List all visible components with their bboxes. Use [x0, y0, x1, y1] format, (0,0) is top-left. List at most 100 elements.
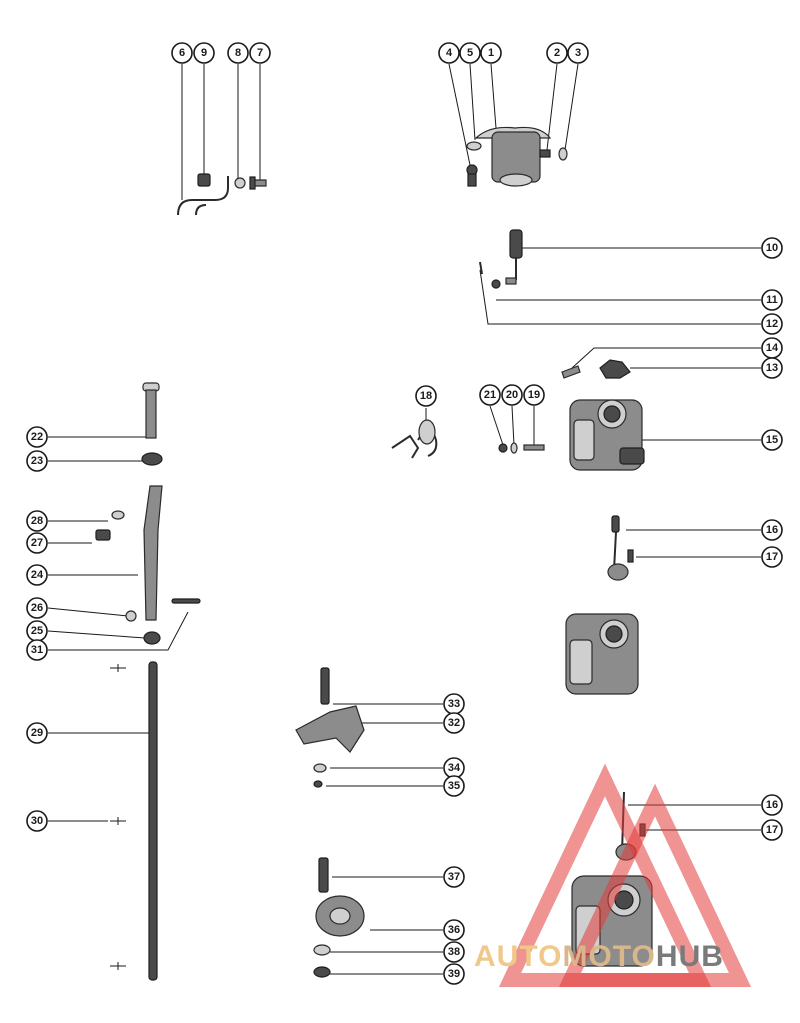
callout-36: 36 [443, 919, 465, 941]
svg-text:29: 29 [31, 727, 43, 739]
callout-30: 30 [26, 810, 48, 832]
svg-text:33: 33 [448, 698, 460, 710]
svg-text:23: 23 [31, 455, 43, 467]
callout-18: 18 [415, 385, 437, 407]
leader-lines [47, 63, 761, 975]
watermark-text-hub: HUB [655, 940, 724, 973]
callout-23: 23 [26, 450, 48, 472]
svg-text:19: 19 [528, 389, 540, 401]
watermark-text-auto: AUTO [474, 940, 563, 973]
callout-13: 13 [761, 357, 783, 379]
callout-8: 8 [227, 42, 249, 64]
svg-text:12: 12 [766, 318, 778, 330]
svg-text:8: 8 [235, 47, 241, 59]
svg-text:28: 28 [31, 515, 43, 527]
callout-28: 28 [26, 510, 48, 532]
watermark-text: AUTOMOTOHUB [474, 940, 724, 974]
svg-text:16: 16 [766, 524, 778, 536]
part-carburetor-upper [569, 399, 645, 471]
callout-15: 15 [761, 429, 783, 451]
callout-16-upper: 16 [761, 519, 783, 541]
svg-text:7: 7 [257, 47, 263, 59]
svg-text:32: 32 [448, 717, 460, 729]
watermark-triangle-logo [498, 763, 752, 987]
callout-2: 2 [546, 42, 568, 64]
svg-text:22: 22 [31, 431, 43, 443]
callout-35: 35 [443, 775, 465, 797]
callout-22: 22 [26, 426, 48, 448]
svg-text:34: 34 [448, 762, 461, 774]
callout-34: 34 [443, 757, 465, 779]
part-lever-and-screw [561, 359, 631, 379]
callout-4: 4 [438, 42, 460, 64]
callout-29: 29 [26, 722, 48, 744]
svg-text:17: 17 [766, 824, 778, 836]
svg-text:5: 5 [467, 47, 473, 59]
svg-text:16: 16 [766, 799, 778, 811]
svg-text:21: 21 [484, 389, 496, 401]
part-pivot-bolt-and-bracket [95, 382, 201, 645]
callout-14: 14 [761, 337, 783, 359]
svg-text:24: 24 [31, 569, 44, 581]
svg-text:35: 35 [448, 780, 460, 792]
svg-text:25: 25 [31, 625, 43, 637]
part-linkage-rod-small [607, 515, 634, 581]
callout-16-lower: 16 [761, 794, 783, 816]
svg-text:15: 15 [766, 434, 778, 446]
svg-text:27: 27 [31, 537, 43, 549]
callout-5: 5 [459, 42, 481, 64]
callout-33: 33 [443, 693, 465, 715]
callout-1: 1 [480, 42, 502, 64]
part-choke-knob-assembly [479, 229, 523, 289]
svg-text:14: 14 [766, 342, 779, 354]
svg-text:10: 10 [766, 242, 778, 254]
svg-text:38: 38 [448, 946, 460, 958]
callout-26: 26 [26, 597, 48, 619]
svg-text:31: 31 [31, 644, 43, 656]
callout-20: 20 [501, 384, 523, 406]
callout-17-upper: 17 [761, 546, 783, 568]
part-long-shaft [110, 661, 158, 981]
part-fuel-hose-elbow [177, 173, 267, 216]
svg-text:6: 6 [179, 47, 185, 59]
callout-17-lower: 17 [761, 819, 783, 841]
callout-37: 37 [443, 866, 465, 888]
callout-12: 12 [761, 313, 783, 335]
callout-27: 27 [26, 532, 48, 554]
callout-9: 9 [193, 42, 215, 64]
part-solenoid-housing [466, 126, 568, 187]
watermark-text-moto: MOTO [562, 940, 656, 973]
svg-text:1: 1 [488, 47, 494, 59]
part-gear-and-stud [313, 857, 365, 978]
callout-11: 11 [761, 289, 783, 311]
svg-text:17: 17 [766, 551, 778, 563]
callout-32: 32 [443, 712, 465, 734]
callout-6: 6 [171, 42, 193, 64]
part-spring-and-small-hardware [391, 419, 545, 459]
svg-text:20: 20 [506, 389, 518, 401]
callout-3: 3 [567, 42, 589, 64]
svg-text:18: 18 [420, 390, 432, 402]
svg-text:13: 13 [766, 362, 778, 374]
svg-text:30: 30 [31, 815, 43, 827]
svg-text:36: 36 [448, 924, 460, 936]
callout-24: 24 [26, 564, 48, 586]
callout-39: 39 [443, 963, 465, 985]
svg-text:2: 2 [554, 47, 560, 59]
callout-21: 21 [479, 384, 501, 406]
svg-text:26: 26 [31, 602, 43, 614]
part-carburetor-middle [565, 613, 639, 695]
callout-10: 10 [761, 237, 783, 259]
svg-text:3: 3 [575, 47, 581, 59]
callout-31: 31 [26, 639, 48, 661]
callout-38: 38 [443, 941, 465, 963]
svg-text:4: 4 [446, 47, 453, 59]
part-cam-and-stud [295, 667, 365, 788]
svg-text:11: 11 [766, 294, 778, 306]
svg-text:37: 37 [448, 871, 460, 883]
svg-text:39: 39 [448, 968, 460, 980]
svg-text:9: 9 [201, 47, 207, 59]
callout-25: 25 [26, 620, 48, 642]
callout-7: 7 [249, 42, 271, 64]
